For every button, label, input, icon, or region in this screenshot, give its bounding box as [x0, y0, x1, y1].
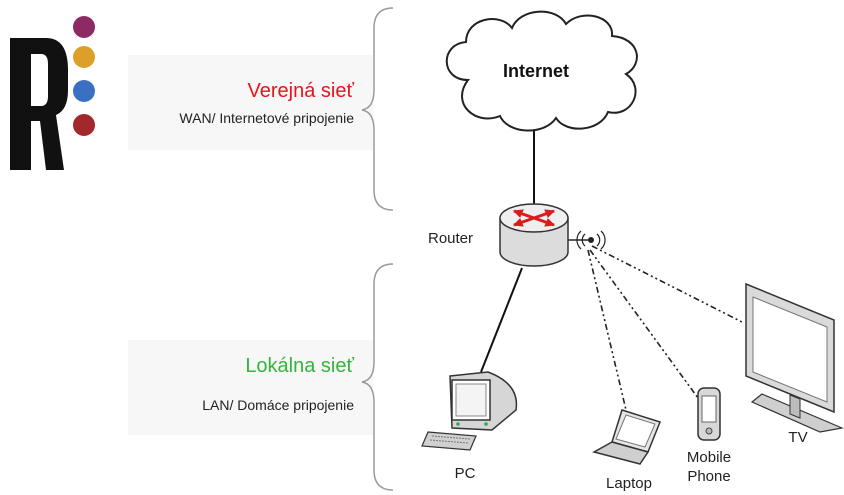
wifi-link-laptop	[587, 249, 627, 411]
router-pc-link	[480, 267, 523, 373]
public-section-subtitle: WAN/ Internetové pripojenie	[179, 110, 354, 126]
internet-label: Internet	[502, 61, 569, 81]
logo-dot-red	[73, 114, 95, 136]
mobile-label-line-2: Phone	[687, 468, 731, 485]
mobile-label-line-1: Mobile	[686, 449, 732, 466]
router-icon	[499, 203, 606, 267]
tv-label: TV	[788, 429, 808, 446]
pc-icon	[421, 371, 518, 451]
tv-icon	[745, 282, 844, 433]
local-section-subtitle: LAN/ Domáce pripojenie	[202, 397, 354, 413]
wireless-links	[587, 245, 743, 411]
internet-cloud	[445, 10, 638, 132]
mobile-phone-icon	[697, 387, 721, 441]
local-section-title: Lokálna sieť	[245, 355, 354, 377]
public-section-title: Verejná sieť	[247, 80, 354, 102]
pc-label: PC	[454, 465, 476, 482]
logo-letter-r	[10, 38, 68, 170]
public-brace	[361, 7, 394, 211]
laptop-label: Laptop	[606, 475, 652, 492]
local-label-panel	[128, 340, 373, 435]
public-label-panel	[128, 55, 373, 150]
mobile-label: Mobile Phone	[676, 448, 742, 486]
router-label: Router	[428, 230, 474, 247]
logo-dot-purple	[73, 16, 95, 38]
logo-dot-blue	[73, 80, 95, 102]
laptop-icon	[591, 409, 661, 465]
local-brace	[361, 263, 394, 491]
logo	[10, 16, 95, 170]
wifi-link-mobile	[589, 249, 699, 399]
logo-dot-orange	[73, 46, 95, 68]
wifi-link-tv	[591, 245, 743, 323]
